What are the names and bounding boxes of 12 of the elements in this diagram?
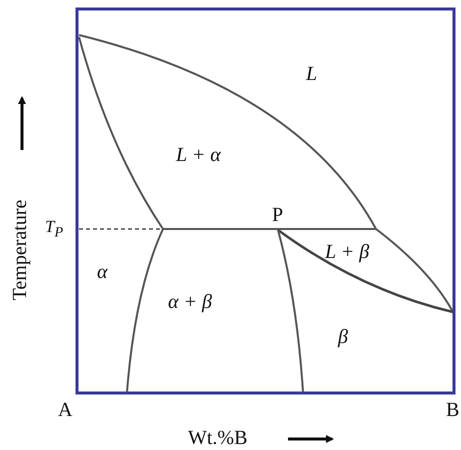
point-label: P — [272, 205, 284, 225]
axis-end-label: A — [58, 400, 72, 420]
axis-end-label: B — [446, 400, 460, 420]
phase-label: L — [306, 64, 318, 84]
phase-label: L + β — [325, 242, 370, 262]
phase-label: L + α — [176, 145, 221, 165]
phase-label: α + β — [168, 292, 212, 312]
phase-label: α — [97, 262, 108, 282]
axis-title: Wt.%B — [188, 428, 248, 448]
axis-title: Temperature — [10, 198, 30, 302]
phase-label: β — [338, 327, 348, 347]
temperature-mark: T$_{P}$ — [45, 218, 64, 240]
